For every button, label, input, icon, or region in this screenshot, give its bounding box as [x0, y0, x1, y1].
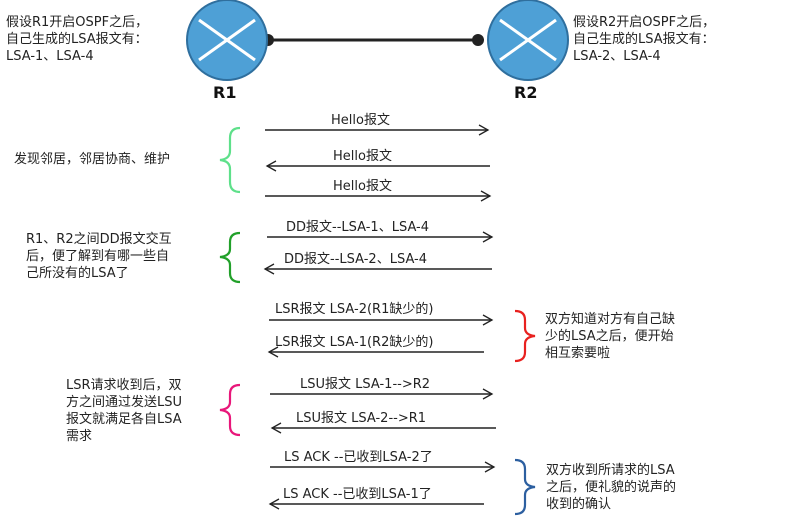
message-label-9: LSU报文 LSA-2-->R1	[296, 411, 427, 426]
brace-dd	[219, 231, 241, 284]
message-label-5: DD报文--LSA-2、LSA-4	[284, 252, 428, 267]
r1-note: 假设R1开启OSPF之后， 自己生成的LSA报文有： LSA-1、LSA-4	[6, 15, 149, 64]
message-label-6: LSR报文 LSA-2(R1缺少的)	[275, 302, 434, 317]
r2-note: 假设R2开启OSPF之后， 自己生成的LSA报文有： LSA-2、LSA-4	[573, 15, 716, 64]
annotation-neighbor: 发现邻居，邻居协商、维护	[14, 152, 171, 167]
brace-lsu	[219, 383, 241, 437]
message-label-8: LSU报文 LSA-1-->R2	[300, 377, 431, 392]
brace-lsr	[514, 309, 536, 363]
router-r1-icon	[186, 0, 268, 81]
message-label-7: LSR报文 LSA-1(R2缺少的)	[275, 335, 434, 350]
message-label-2: Hello报文	[333, 149, 392, 164]
message-label-4: DD报文--LSA-1、LSA-4	[286, 220, 430, 235]
router-r2-icon	[487, 0, 569, 81]
message-label-3: Hello报文	[333, 179, 392, 194]
annotation-lsr: 双方知道对方有自己缺 少的LSA之后，便开始 相互索要啦	[545, 312, 676, 361]
brace-ack	[514, 458, 536, 516]
r2-label: R2	[514, 83, 538, 102]
brace-neighbor	[219, 126, 241, 194]
annotation-lsu: LSR请求收到后，双 方之间通过发送LSU 报文就满足各自LSA 需求	[66, 378, 183, 444]
link-endpoint-r2	[472, 34, 484, 46]
annotation-dd: R1、R2之间DD报文交互 后，便了解到有哪一些自 己所没有的LSA了	[26, 232, 172, 281]
annotation-ack: 双方收到所请求的LSA 之后，便礼貌的说声的 收到的确认	[546, 463, 677, 512]
message-label-10: LS ACK --已收到LSA-2了	[284, 450, 433, 465]
r1-label: R1	[213, 83, 237, 102]
message-label-11: LS ACK --已收到LSA-1了	[283, 487, 432, 502]
message-label-1: Hello报文	[331, 113, 390, 128]
